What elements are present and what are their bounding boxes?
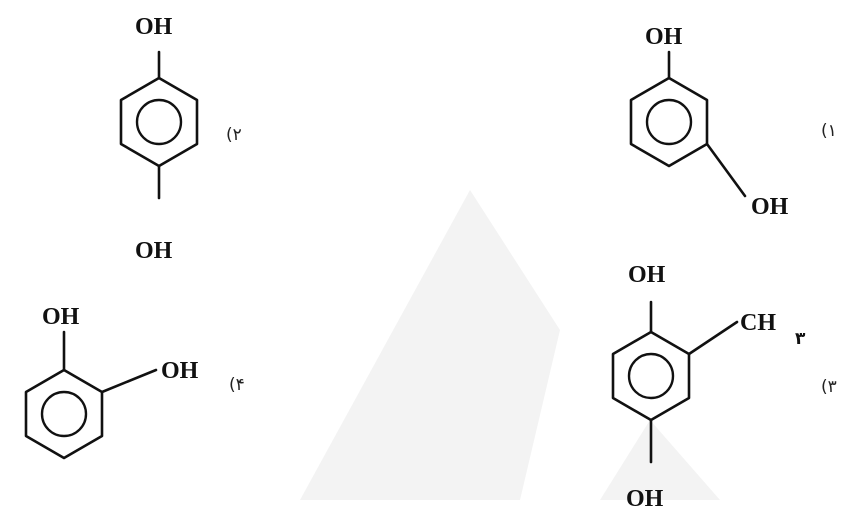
watermark bbox=[300, 190, 720, 500]
option-1[interactable]: OH OH (۱ bbox=[629, 24, 837, 220]
structure-1-oh-right: OH bbox=[751, 194, 789, 220]
option-3[interactable]: OH CH ۳ OH (۳ bbox=[611, 262, 837, 508]
structure-2-oh-top: OH bbox=[135, 14, 173, 40]
structure-1-oh-top: OH bbox=[645, 24, 683, 50]
structure-1-bond-right bbox=[705, 142, 747, 198]
structure-3-oh-top: OH bbox=[628, 262, 666, 288]
structure-3-oh-bottom: OH bbox=[626, 486, 664, 508]
structure-4-benzene-ring bbox=[24, 368, 104, 460]
option-1-label: (۱ bbox=[821, 121, 837, 141]
structure-2-oh-bottom: OH bbox=[135, 238, 173, 264]
structure-1-benzene-ring bbox=[629, 76, 709, 168]
structure-3-ch-methyl: CH bbox=[740, 310, 776, 336]
structure-4-oh-top: OH bbox=[42, 304, 80, 330]
structure-4-oh-right: OH bbox=[161, 358, 199, 384]
structure-3-bond-methyl bbox=[687, 320, 739, 356]
structure-3-methyl-subscript: ۳ bbox=[795, 329, 806, 349]
structure-2-benzene-ring bbox=[119, 76, 199, 168]
option-2-label: (۲ bbox=[226, 125, 242, 145]
option-4[interactable]: OH OH (۴ bbox=[24, 304, 245, 460]
option-4-label: (۴ bbox=[229, 375, 245, 395]
structure-4-bond-right bbox=[100, 368, 158, 394]
structure-3-benzene-ring bbox=[611, 330, 691, 422]
option-3-label: (۳ bbox=[821, 377, 837, 397]
option-2[interactable]: OH OH (۲ bbox=[119, 14, 242, 264]
